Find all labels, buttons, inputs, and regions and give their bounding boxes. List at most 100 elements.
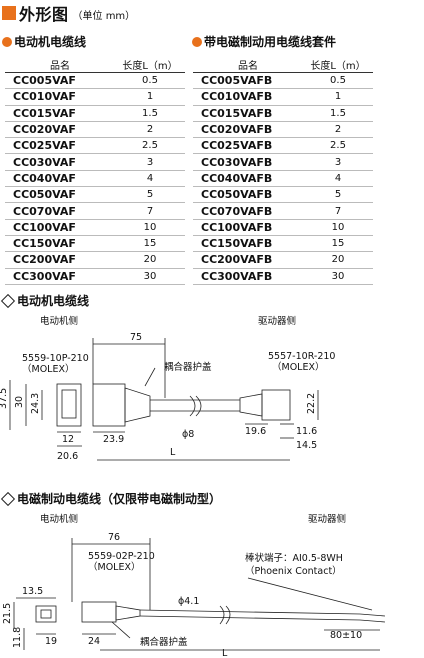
dim-19: 19 <box>45 636 57 647</box>
model-cell: CC200VAF <box>5 251 115 269</box>
table2-title: 带电磁制动用电缆线套件 <box>204 35 337 49</box>
brake-cable-drawing: 电动机侧 驱动器侧 76 5559-02P-210 （MOLEX） 棒状端子：A… <box>2 513 386 658</box>
diagram1-title: 电动机电缆线 <box>17 294 90 308</box>
dim-22-2: 22.2 <box>306 393 317 414</box>
model-cell: CC020VAFB <box>193 121 303 139</box>
motor-side-label: 电动机侧 <box>40 315 78 327</box>
dim-phi4-1: ϕ4.1 <box>178 596 199 607</box>
terminal-label: 棒状端子：AI0.5-8WH <box>245 552 343 564</box>
dim-30: 30 <box>14 396 25 408</box>
model-cell: CC050VAFB <box>193 186 303 204</box>
cover-label: 耦合器护盖 <box>140 636 188 648</box>
length-cell: 5 <box>303 186 373 204</box>
dim-14-5: 14.5 <box>296 440 317 451</box>
length-cell: 30 <box>115 268 185 285</box>
model-cell: CC030VAF <box>5 153 115 171</box>
conn-right-maker: （MOLEX） <box>272 361 324 373</box>
dim-23-9: 23.9 <box>103 434 124 445</box>
dim-phi8: ϕ8 <box>182 429 194 440</box>
length-cell: 2.5 <box>115 137 185 155</box>
dim-24-3: 24.3 <box>30 393 41 414</box>
model-cell: CC015VAF <box>5 105 115 122</box>
conn-right-label: 5557-10R-210 <box>268 351 335 362</box>
cover-label: 耦合器护盖 <box>164 361 212 373</box>
model-cell: CC025VAF <box>5 137 115 155</box>
model-cell: CC050VAF <box>5 186 115 204</box>
conn-left-maker: （MOLEX） <box>88 561 140 573</box>
length-cell: 2 <box>115 121 185 139</box>
page-header: 外形图 （单位 mm） <box>2 3 135 24</box>
diagram1-heading: 电动机电缆线 <box>0 292 89 309</box>
model-cell: CC070VAFB <box>193 202 303 220</box>
length-cell: 1 <box>303 88 373 106</box>
diamond-icon <box>0 491 16 506</box>
dim-24: 24 <box>88 636 100 647</box>
length-cell: 4 <box>115 170 185 188</box>
dim-12: 12 <box>62 434 74 445</box>
dim-L: L <box>222 648 228 658</box>
cable-break <box>189 395 196 417</box>
length-cell: 20 <box>303 251 373 269</box>
model-cell: CC005VAF <box>5 72 115 90</box>
model-cell: CC040VAF <box>5 170 115 188</box>
left-connector <box>56 383 82 427</box>
length-cell: 4 <box>303 170 373 188</box>
length-cell: 15 <box>115 235 185 253</box>
length-cell: 0.5 <box>115 72 185 90</box>
dim-L: L <box>170 447 176 458</box>
length-cell: 30 <box>303 268 373 285</box>
dim-37-5: 37.5 <box>0 388 9 409</box>
table1-title: 电动机电缆线 <box>14 35 87 49</box>
dim-11-6: 11.6 <box>296 426 317 437</box>
dim-21-5: 21.5 <box>2 603 13 624</box>
coupler-taper <box>124 387 151 423</box>
model-cell: CC070VAF <box>5 202 115 220</box>
terminal-maker: （Phoenix Contact） <box>245 565 342 577</box>
model-cell: CC100VAFB <box>193 219 303 236</box>
model-cell: CC150VAF <box>5 235 115 253</box>
length-cell: 7 <box>303 202 373 220</box>
bullet-icon <box>192 36 202 47</box>
right-connector <box>261 389 291 421</box>
bullet-icon <box>2 36 12 47</box>
motor-side-label: 电动机侧 <box>40 513 78 525</box>
header-marker <box>2 6 16 20</box>
model-cell: CC025VAFB <box>193 137 303 155</box>
table1-heading: 电动机电缆线 <box>2 33 86 50</box>
length-cell: 3 <box>303 153 373 171</box>
model-cell: CC150VAFB <box>193 235 303 253</box>
model-cell: CC015VAFB <box>193 105 303 122</box>
length-cell: 15 <box>303 235 373 253</box>
model-cell: CC030VAFB <box>193 153 303 171</box>
coupler-body <box>81 601 117 623</box>
dim-20-6: 20.6 <box>57 451 78 462</box>
dim-19-6: 19.6 <box>245 426 266 437</box>
length-cell: 10 <box>115 219 185 236</box>
col-header-model: 品名 <box>193 57 303 73</box>
model-cell: CC020VAF <box>5 121 115 139</box>
length-cell: 7 <box>115 202 185 220</box>
diagram2-title: 电磁制动电缆线（仅限带电磁制动型） <box>17 492 222 506</box>
dim-75: 75 <box>130 332 142 343</box>
conn-left-label: 5559-10P-210 <box>22 353 89 364</box>
page-title: 外形图 <box>19 5 69 24</box>
